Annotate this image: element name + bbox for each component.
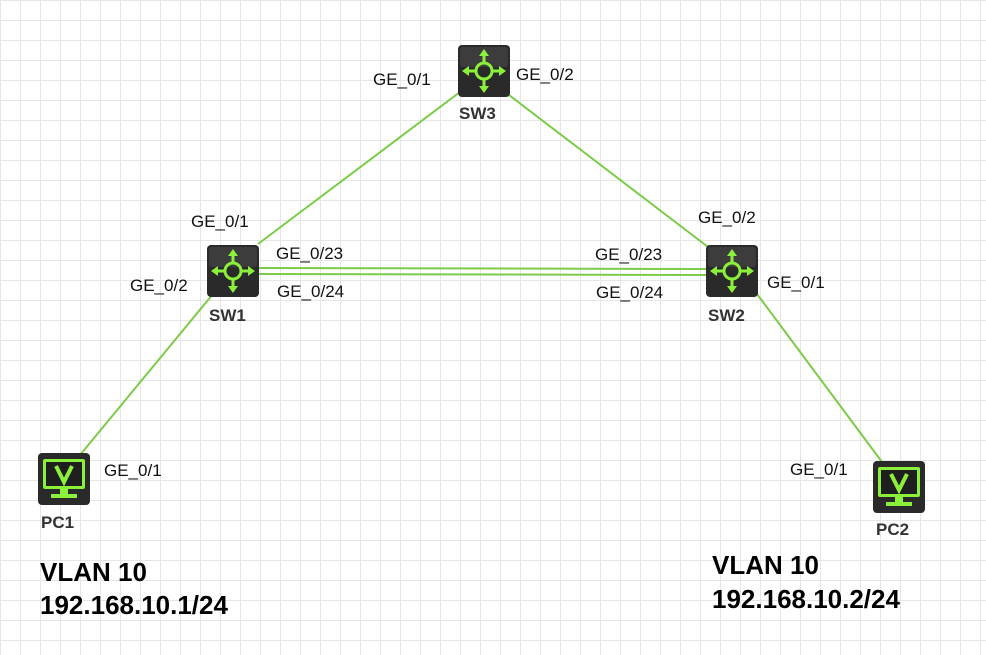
pc-monitor-icon [38,453,90,505]
device-sw2[interactable] [706,245,758,297]
device-pc2[interactable] [873,461,925,513]
pc2-vlan-label: VLAN 10 [712,550,819,580]
pc1-vlan-label: VLAN 10 [40,557,147,587]
l3-switch-icon [207,245,259,297]
device-label-pc2: PC2 [876,520,910,539]
device-sw1[interactable] [207,245,259,297]
link-sw3-sw2[interactable] [504,91,713,251]
port-label-sw2-ge024: GE_0/24 [596,283,664,302]
device-label-sw3: SW3 [459,104,496,123]
l3-switch-icon [706,245,758,297]
port-label-sw1-ge01: GE_0/1 [191,212,249,231]
port-label-pc1-ge01: GE_0/1 [104,461,162,480]
port-label-sw2-ge023: GE_0/23 [595,245,663,264]
port-label-sw2-ge01: GE_0/1 [767,273,825,292]
port-label-sw2-ge02: GE_0/2 [698,208,756,227]
pc2-ip-label: 192.168.10.2/24 [712,584,900,614]
device-label-pc1: PC1 [41,513,75,532]
link-sw1-sw3[interactable] [257,91,461,245]
link-sw2-pc2[interactable] [756,293,883,463]
device-label-sw1: SW1 [209,306,246,325]
port-label-sw1-ge02: GE_0/2 [130,276,188,295]
port-label-sw3-ge02: GE_0/2 [516,65,574,84]
device-label-sw2: SW2 [708,306,745,325]
pc1-ip-label: 192.168.10.1/24 [40,590,228,620]
link-sw1-sw2-ge23[interactable] [257,267,709,270]
link-sw1-pc1[interactable] [79,293,214,456]
port-label-pc2-ge01: GE_0/1 [790,460,848,479]
link-sw1-sw2-ge24[interactable] [257,273,709,276]
port-label-sw1-ge024: GE_0/24 [277,282,345,301]
pc-monitor-icon [873,461,925,513]
port-label-sw3-ge01: GE_0/1 [373,70,431,89]
device-sw3[interactable] [458,45,510,97]
device-pc1[interactable] [38,453,90,505]
l3-switch-icon [458,45,510,97]
port-label-sw1-ge023: GE_0/23 [276,244,344,263]
